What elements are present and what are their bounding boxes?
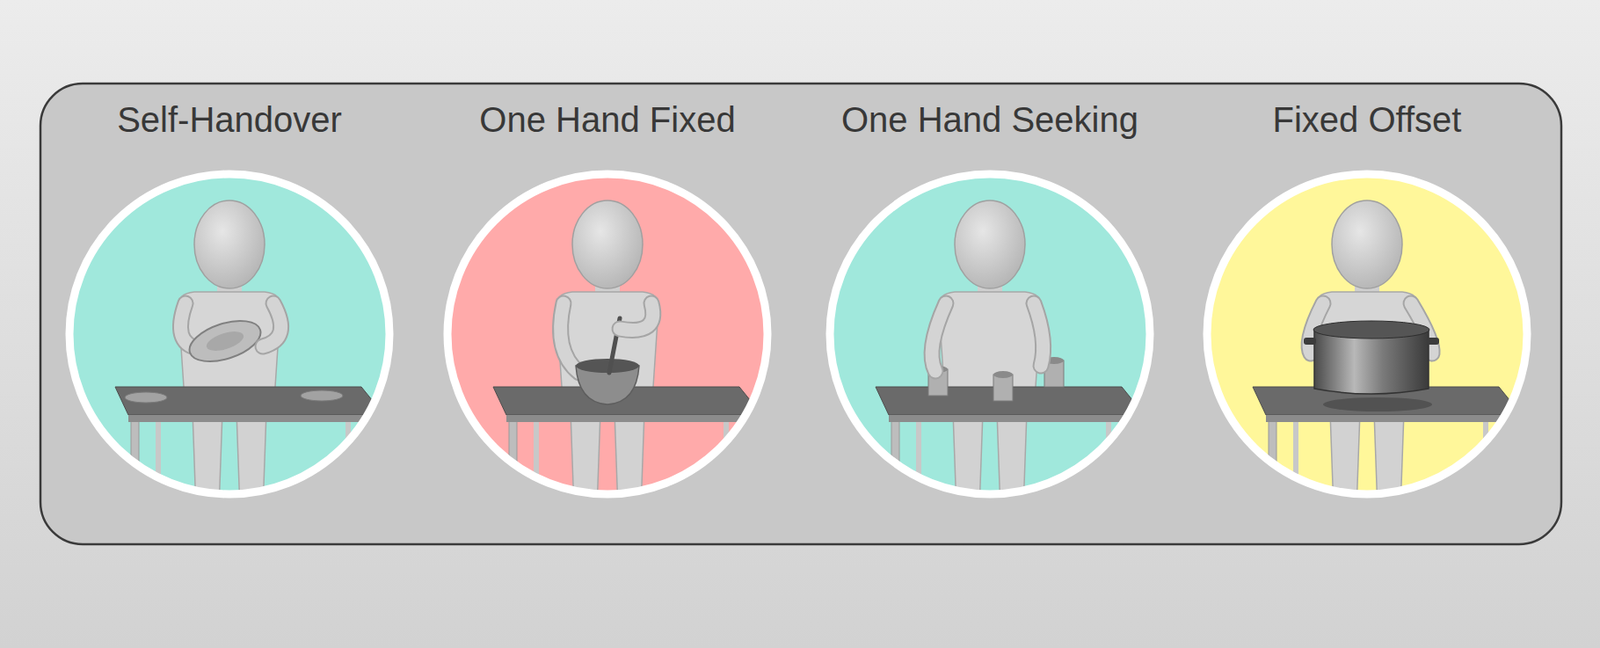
arm <box>619 303 654 330</box>
pot <box>1314 329 1429 394</box>
figure <box>938 200 1041 510</box>
scene-node: Fixed Offset <box>1175 98 1559 512</box>
scene <box>829 174 1150 526</box>
figure <box>178 200 281 510</box>
arm <box>931 303 946 371</box>
scene <box>447 174 768 526</box>
scene-node: Self-Handover <box>37 98 422 512</box>
panel <box>40 83 1562 545</box>
arm <box>560 303 580 373</box>
table <box>493 386 763 526</box>
scene-ring <box>829 174 1150 495</box>
scene-ring <box>1207 174 1528 495</box>
pot-rim <box>1313 320 1430 339</box>
arm <box>1033 303 1044 366</box>
scene-heading: Self-Handover <box>37 98 422 141</box>
table <box>875 386 1145 526</box>
scene-ring <box>447 174 768 495</box>
scene-heading: One Hand Seeking <box>798 98 1182 141</box>
cup-rim <box>993 370 1013 379</box>
pot-handle <box>1426 337 1440 345</box>
table <box>1252 386 1522 526</box>
cup <box>993 374 1013 401</box>
figure <box>556 200 659 510</box>
plate <box>124 392 168 403</box>
table <box>115 386 385 526</box>
plate <box>184 312 266 370</box>
plate <box>300 390 343 401</box>
scene-ring <box>69 174 390 495</box>
pot-shadow <box>1323 397 1433 412</box>
plate <box>203 327 246 356</box>
arm <box>262 303 282 347</box>
arm <box>931 303 946 371</box>
scene <box>1207 174 1528 526</box>
arm <box>262 303 282 347</box>
arm <box>560 303 580 373</box>
arm <box>619 303 654 330</box>
scene-heading: Fixed Offset <box>1175 98 1559 141</box>
pot-handle <box>1303 337 1317 345</box>
scene-heading: One Hand Fixed <box>415 98 800 141</box>
scene <box>69 174 390 526</box>
arm <box>1033 303 1044 366</box>
scene-node: One Hand Seeking <box>798 98 1182 512</box>
scene-node: One Hand Fixed <box>415 98 800 512</box>
